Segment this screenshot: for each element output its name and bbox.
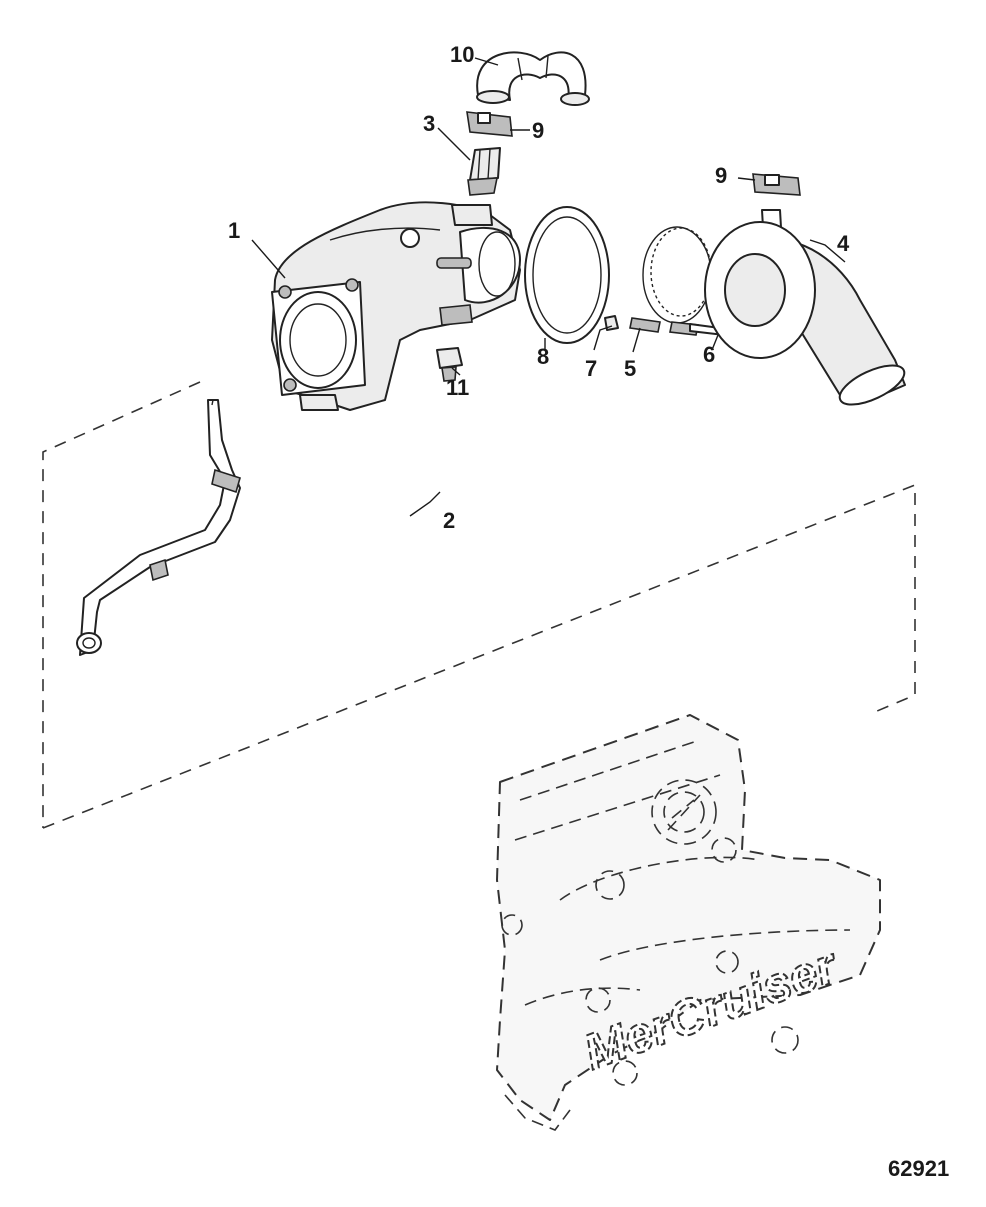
callout-9-right: 9	[715, 163, 727, 188]
callout-1: 1	[228, 218, 240, 243]
exhaust-manifold-phantom: MerCruiser	[496, 714, 881, 1131]
part-11-drain-fitting	[436, 347, 463, 382]
leader-lines	[251, 57, 846, 517]
part-1-exhaust-elbow	[271, 201, 521, 411]
part-8-gasket	[524, 206, 610, 344]
callout-9-upper: 9	[532, 118, 544, 143]
figure-id: 62921	[888, 1156, 949, 1181]
callouts: 1 2 3 4 5 6 7 8 9 9 10 11	[228, 42, 850, 533]
part-10-u-hose	[476, 51, 590, 106]
callout-6: 6	[703, 342, 715, 367]
callout-11: 11	[446, 375, 469, 400]
part-7-nut	[604, 315, 619, 331]
part-2-hose	[76, 399, 241, 656]
callout-8: 8	[537, 344, 549, 369]
part-9-hose-clamp-right	[752, 173, 801, 196]
part-5-band-clamp	[629, 226, 712, 336]
part-9-hose-clamp-upper	[466, 111, 513, 137]
part-4-exhaust-tube	[704, 209, 906, 406]
part-3-fitting	[467, 147, 501, 196]
callout-2: 2	[443, 508, 455, 533]
callout-10: 10	[450, 42, 474, 67]
callout-7: 7	[585, 356, 597, 381]
callout-3: 3	[423, 111, 435, 136]
callout-4: 4	[837, 231, 850, 256]
callout-5: 5	[624, 356, 636, 381]
reference-outline	[42, 381, 916, 829]
